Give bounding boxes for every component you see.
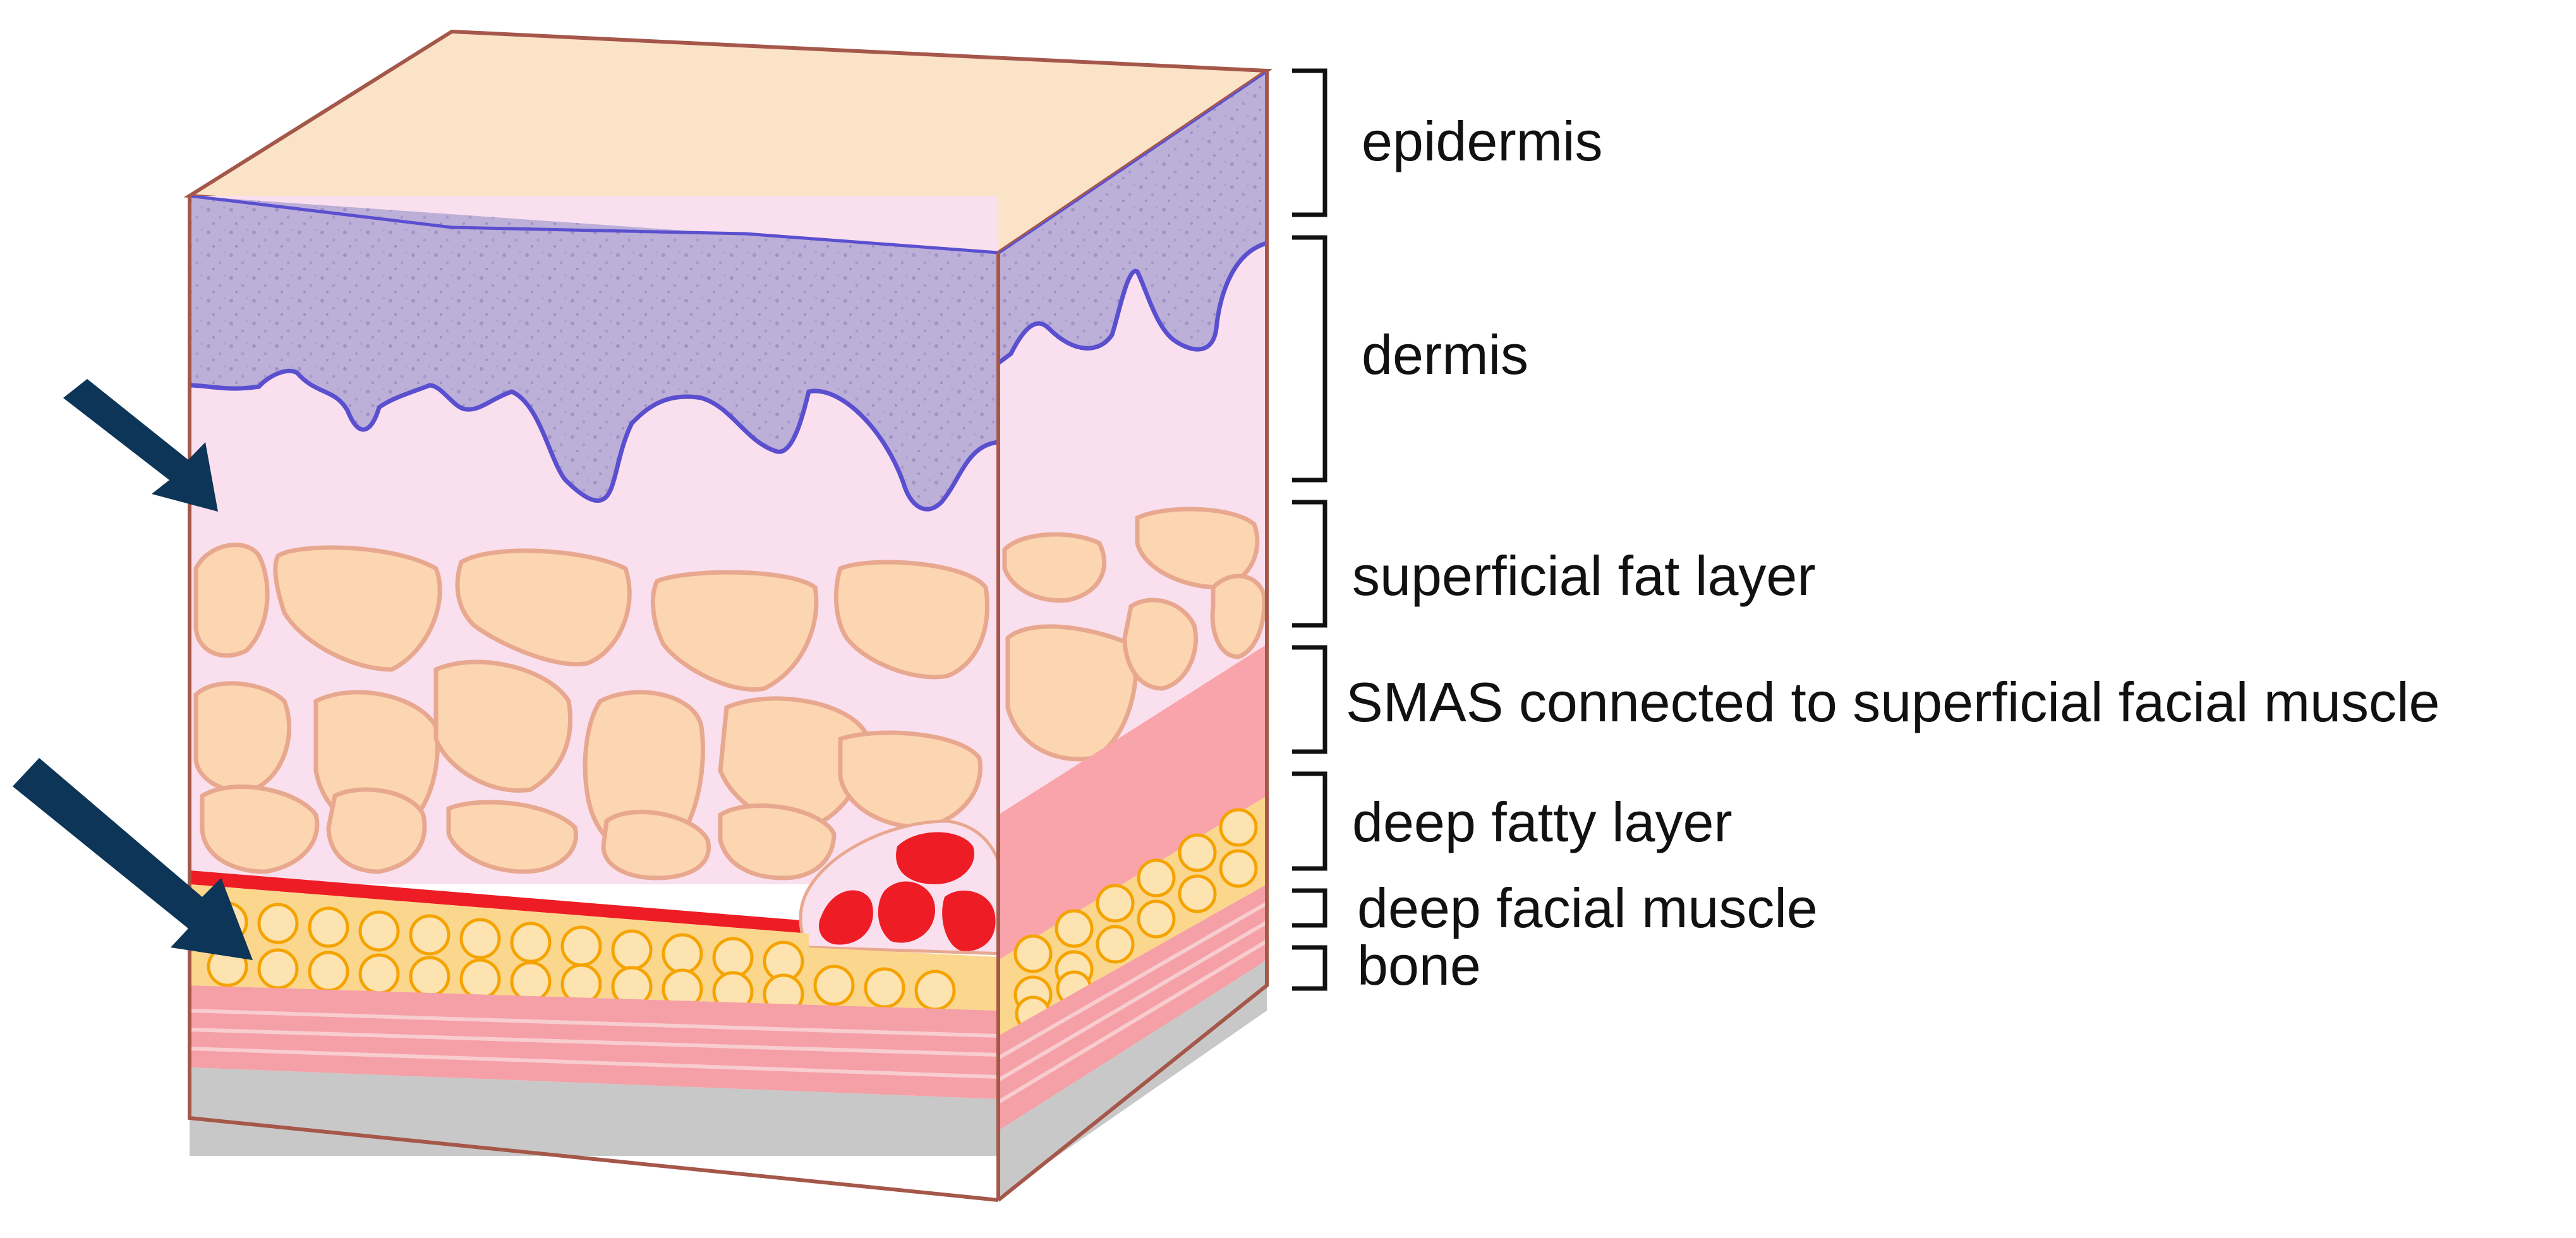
side-face bbox=[998, 71, 1267, 1197]
label-epidermis: epidermis bbox=[1362, 110, 1603, 172]
label-deep-muscle: deep facial muscle bbox=[1357, 877, 1818, 939]
bone-side bbox=[998, 960, 1267, 1197]
superficial-fat-cells bbox=[193, 543, 989, 880]
epidermis-boundary bbox=[190, 368, 998, 512]
smas-side bbox=[998, 644, 1267, 960]
label-bone: bone bbox=[1357, 934, 1481, 997]
label-superficial-fat: superficial fat layer bbox=[1352, 544, 1816, 607]
arrow-icon bbox=[13, 379, 253, 960]
label-deep-fat: deep fatty layer bbox=[1352, 791, 1732, 853]
deep-muscle-side bbox=[998, 884, 1267, 1131]
label-smas: SMAS connected to superficial facial mus… bbox=[1346, 671, 2440, 733]
label-dermis: dermis bbox=[1362, 323, 1529, 386]
front-face bbox=[190, 196, 998, 1156]
blood-vessel-line bbox=[190, 870, 809, 934]
vessel-lumens bbox=[819, 832, 996, 951]
bracket-icon bbox=[1292, 68, 1327, 991]
bone-front bbox=[190, 1067, 998, 1156]
